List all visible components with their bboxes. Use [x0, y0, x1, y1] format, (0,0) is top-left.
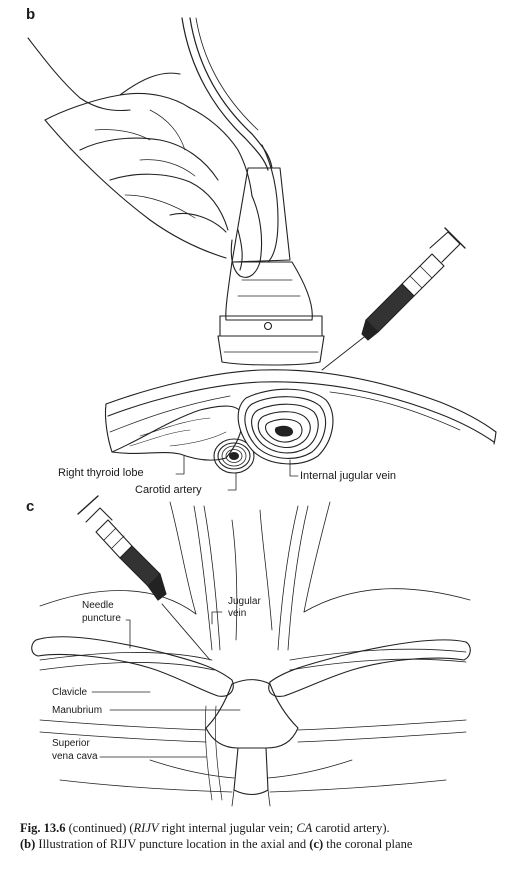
- caption-c: (c): [309, 837, 324, 851]
- label-manubrium: Manubrium: [52, 705, 103, 716]
- figure-caption: Fig. 13.6 (continued) (RIJV right intern…: [20, 820, 472, 852]
- panel-c-letter: c: [26, 498, 35, 515]
- ribs: [39, 719, 467, 793]
- syringe-b: [321, 227, 466, 371]
- caption-text-3: carotid artery).: [312, 821, 390, 835]
- label-clavicle: Clavicle: [52, 687, 88, 698]
- label-puncture: puncture: [82, 613, 121, 624]
- internal-jugular-vein: [237, 388, 334, 465]
- caption-line-2: (b) Illustration of RIJV puncture locati…: [20, 836, 472, 852]
- label-right-thyroid-lobe: Right thyroid lobe: [58, 467, 144, 479]
- caption-text-1: (continued) (: [65, 821, 134, 835]
- caption-b: (b): [20, 837, 36, 851]
- jugular-vessels: [39, 505, 467, 671]
- skin-layers: [104, 369, 497, 453]
- label-jugular: Jugular: [228, 596, 261, 607]
- label-internal-jugular-vein: Internal jugular vein: [300, 470, 397, 482]
- label-superior: Superior: [52, 738, 90, 749]
- caption-text-4: Illustration of RIJV puncture location i…: [35, 837, 310, 851]
- label-needle: Needle: [82, 600, 114, 611]
- label-vena-cava: vena cava: [52, 751, 98, 762]
- panel-b-letter: b: [26, 6, 36, 23]
- caption-fig-number: Fig. 13.6: [20, 821, 66, 835]
- caption-text-5: the coronal plane: [323, 837, 413, 851]
- thyroid-lobe: [111, 405, 243, 461]
- label-carotid-artery: Carotid artery: [135, 484, 202, 496]
- manubrium: [205, 678, 299, 807]
- hand-illustration: [27, 37, 279, 278]
- caption-ca: CA: [296, 821, 313, 835]
- clavicles: [31, 636, 471, 697]
- caption-rijv: RIJV: [133, 821, 159, 835]
- carotid-artery: [213, 438, 255, 474]
- ultrasound-probe: [217, 167, 325, 366]
- probe-cable: [181, 17, 273, 171]
- syringe-c: [77, 495, 211, 661]
- caption-text-2: right internal jugular vein;: [158, 821, 297, 835]
- label-vein: vein: [228, 608, 247, 619]
- neck-outline: [39, 501, 471, 615]
